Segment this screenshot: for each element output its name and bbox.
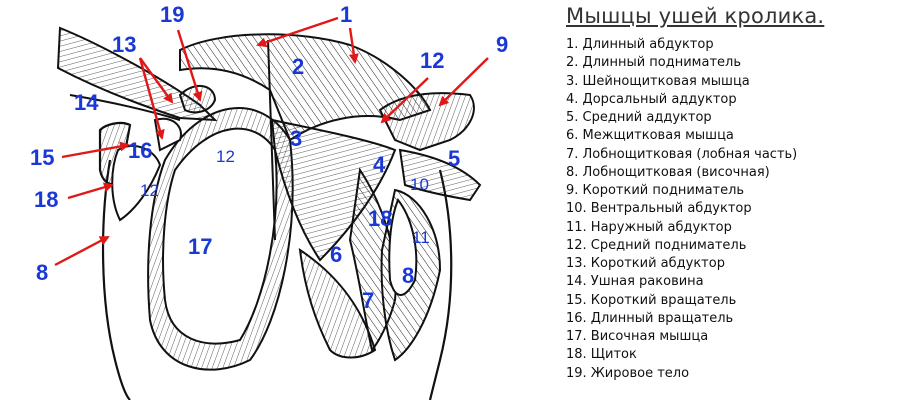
legend-item: 2. Длинный подниматель xyxy=(566,55,741,71)
legend-item: 9. Короткий подниматель xyxy=(566,183,745,198)
label-8-right: 8 xyxy=(402,263,414,288)
legend-item: 10. Вентральный абдуктор xyxy=(566,201,752,217)
legend-item: 13. Короткий абдуктор xyxy=(566,256,725,271)
arrow-13b xyxy=(138,57,165,140)
arrow-13a xyxy=(139,57,174,104)
legend-item: 14. Ушная раковина xyxy=(566,274,704,290)
label-2: 2 xyxy=(292,54,304,79)
temporal-muscle-drawing xyxy=(147,106,294,371)
label-17: 17 xyxy=(188,234,212,259)
label-7: 7 xyxy=(362,288,374,313)
legend-item: 12. Средний подниматель xyxy=(566,237,747,253)
legend-item: 15. Короткий вращатель xyxy=(566,292,737,308)
legend-item: 8. Лобнощитковая (височная) xyxy=(566,164,770,180)
label-19: 19 xyxy=(160,2,184,27)
legend-item: 16. Длинный вращатель xyxy=(566,310,734,326)
label-3: 3 xyxy=(290,126,302,151)
label-18-right: 18 xyxy=(368,206,392,231)
label-9: 9 xyxy=(496,32,508,57)
label-12-top: 12 xyxy=(420,48,444,73)
arrow-8 xyxy=(54,235,110,267)
label-4: 4 xyxy=(373,152,386,177)
right-ear-base-drawing xyxy=(378,92,482,362)
legend-item: 1. Длинный абдуктор xyxy=(566,37,714,52)
label-15: 15 xyxy=(30,145,54,170)
arrow-19 xyxy=(176,29,203,102)
arrow-15 xyxy=(61,141,130,159)
label-18-left: 18 xyxy=(34,187,58,212)
label-1: 1 xyxy=(340,2,352,27)
legend-list: 1. Длинный абдуктор 2. Длинный поднимател… xyxy=(566,36,900,383)
label-16: 16 xyxy=(128,138,152,163)
label-6: 6 xyxy=(330,242,342,267)
legend-item: 17. Височная мышца xyxy=(566,329,709,344)
arrow-12 xyxy=(380,77,429,124)
label-14: 14 xyxy=(74,90,99,115)
label-8-left: 8 xyxy=(36,260,48,285)
arrow-9 xyxy=(438,57,489,107)
label-10: 10 xyxy=(410,175,429,194)
label-13: 13 xyxy=(112,32,136,57)
legend-item: 7. Лобнощитковая (лобная часть) xyxy=(566,146,798,162)
legend-item: 11. Наружный абдуктор xyxy=(566,219,732,235)
arrow-1b xyxy=(348,27,359,64)
label-5: 5 xyxy=(448,146,460,171)
arrow-1 xyxy=(256,16,339,48)
label-11: 11 xyxy=(412,228,430,247)
legend-item: 18. Щиток xyxy=(566,347,637,363)
legend-item: 19. Жировое тело xyxy=(566,365,690,381)
legend-item: 3. Шейнощитковая мышца xyxy=(566,73,750,89)
head-outline xyxy=(98,121,453,400)
label-12-mid: 12 xyxy=(216,147,235,166)
label-12-left: 12 xyxy=(140,181,159,200)
legend-item: 5. Средний аддуктор xyxy=(566,110,712,125)
legend-item: 6. Межщитковая мышца xyxy=(566,128,734,144)
arrow-18 xyxy=(67,182,114,200)
rabbit-ear-muscles-illustration: 1 2 3 4 5 6 7 8 9 10 11 12 12 12 13 14 1… xyxy=(30,2,508,400)
legend-panel: Мышцы ушей кролика. 1. Длинный абдуктор 2… xyxy=(566,4,900,383)
legend-title: Мышцы ушей кролика. xyxy=(566,4,825,28)
figure-labels: 1 2 3 4 5 6 7 8 9 10 11 12 12 12 13 14 1… xyxy=(30,2,508,313)
callout-arrows xyxy=(54,16,489,267)
legend-item: 4. Дорсальный аддуктор xyxy=(566,91,737,107)
